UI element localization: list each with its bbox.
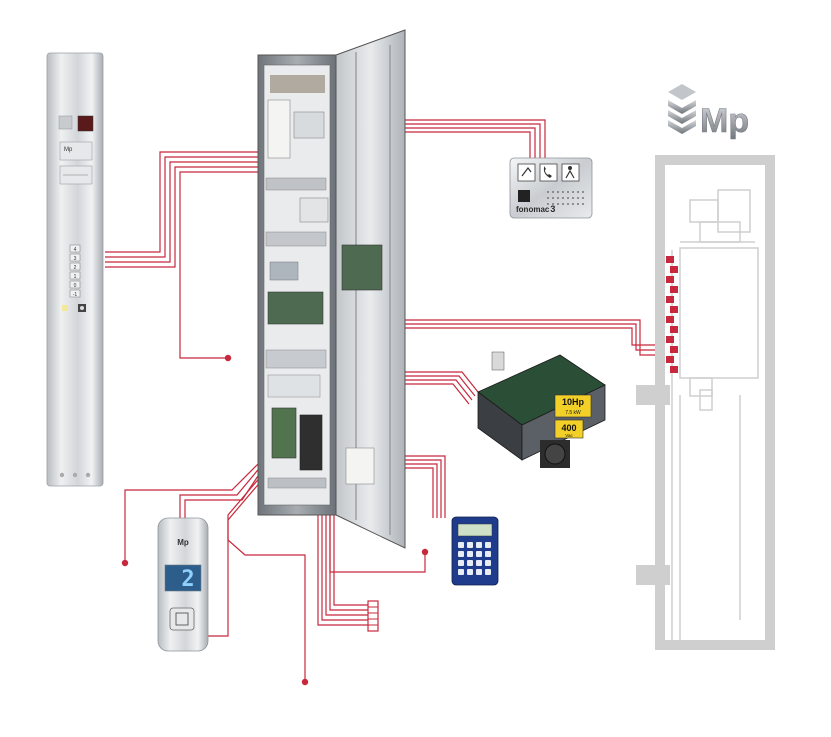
grille-hole: [572, 203, 574, 205]
grille-hole: [582, 191, 584, 193]
cable-link: [666, 336, 674, 343]
cabin-floor-button[interactable]: -1: [70, 290, 80, 298]
cabin-floor-button-label: 2: [74, 265, 77, 271]
grille-hole: [582, 197, 584, 199]
drive-power-sub: 7.5 kW: [565, 410, 581, 416]
grille-hole: [552, 191, 554, 193]
programmer-key[interactable]: [476, 542, 482, 548]
programmer-key[interactable]: [476, 560, 482, 566]
cable-link: [666, 256, 674, 263]
inverter-drive: 10Hp 7.5 kW 400 Vac: [478, 352, 605, 468]
cable-link: [670, 326, 678, 333]
cabin-floor-button-label: 1: [74, 274, 77, 280]
programmer-key[interactable]: [458, 560, 464, 566]
programmer-key[interactable]: [467, 551, 473, 557]
cable-link: [670, 266, 678, 273]
programmer-key[interactable]: [467, 569, 473, 575]
cabin-floor-button[interactable]: 2: [70, 263, 80, 271]
programmer-key[interactable]: [458, 569, 464, 575]
grille-hole: [557, 191, 559, 193]
cable-link: [670, 286, 678, 293]
programmer-key[interactable]: [476, 551, 482, 557]
grille-hole: [562, 203, 564, 205]
grille-hole: [572, 191, 574, 193]
cable-link: [670, 366, 678, 373]
cable-link: [666, 276, 674, 283]
intercom-brand: fonomac3: [516, 204, 555, 214]
brand-logo-text: Mp: [700, 102, 749, 140]
landing-station-brand: Mp: [177, 538, 189, 547]
call-button-icon[interactable]: [170, 608, 194, 630]
programmer-key[interactable]: [485, 569, 491, 575]
grille-hole: [547, 191, 549, 193]
cable-link: [666, 356, 674, 363]
programmer-key[interactable]: [485, 560, 491, 566]
alarm-bell-icon[interactable]: [78, 304, 86, 312]
cabin-floor-button[interactable]: 3: [70, 254, 80, 262]
grille-hole: [567, 197, 569, 199]
brand-logo: Mp: [668, 84, 749, 140]
cabin-panel-brand: Mp: [64, 147, 73, 153]
bottom-connector-icon: [368, 601, 378, 631]
cabin-operating-panel: Mp 4 3 2 1 0 -1: [47, 53, 103, 486]
grille-hole: [557, 203, 559, 205]
floor-display: 2: [181, 567, 194, 592]
grille-hole: [552, 197, 554, 199]
programmer-key[interactable]: [458, 542, 464, 548]
cable-link: [666, 316, 674, 323]
cabin-floor-button-label: 3: [74, 256, 77, 262]
drive-power-label: 10Hp: [562, 397, 585, 407]
elevator-shaft-icon: [636, 160, 770, 645]
handheld-programmer-icon[interactable]: [452, 517, 498, 585]
grille-hole: [577, 203, 579, 205]
landing-station: Mp 2: [158, 518, 208, 651]
programmer-key[interactable]: [467, 542, 473, 548]
cable-link: [666, 296, 674, 303]
grille-hole: [582, 203, 584, 205]
programmer-key[interactable]: [458, 551, 464, 557]
wire-bundle-programmer: [405, 456, 445, 518]
cabin-floor-button[interactable]: 1: [70, 272, 80, 280]
stacked-chevron-logo-icon: [668, 84, 696, 134]
drive-voltage-unit: Vac: [565, 433, 573, 438]
intercom-panel: fonomac3: [510, 158, 592, 218]
grille-hole: [557, 197, 559, 199]
control-cabinet-icon: [258, 30, 405, 548]
cabin-floor-button-label: 0: [74, 283, 77, 289]
wire-bundle-intercom: [405, 120, 545, 158]
grille-hole: [577, 191, 579, 193]
programmer-key[interactable]: [467, 560, 473, 566]
drive-voltage-label: 400: [561, 423, 576, 433]
cabin-floor-button-label: 4: [74, 247, 77, 253]
wire-bundle-cabin-panel: [105, 152, 258, 358]
grille-hole: [567, 203, 569, 205]
grille-hole: [562, 191, 564, 193]
cabin-floor-button[interactable]: 4: [70, 245, 80, 253]
grille-hole: [572, 197, 574, 199]
wire-bundle-shaft: [405, 320, 665, 355]
wire-bundle-drive: [405, 372, 478, 404]
programmer-key[interactable]: [476, 569, 482, 575]
grille-hole: [547, 197, 549, 199]
cable-link: [670, 306, 678, 313]
programmer-key[interactable]: [485, 551, 491, 557]
cabin-floor-button-label: -1: [73, 292, 78, 298]
grille-hole: [577, 197, 579, 199]
grille-hole: [567, 191, 569, 193]
programmer-key[interactable]: [485, 542, 491, 548]
cabin-floor-button[interactable]: 0: [70, 281, 80, 289]
cable-link: [670, 346, 678, 353]
grille-hole: [562, 197, 564, 199]
